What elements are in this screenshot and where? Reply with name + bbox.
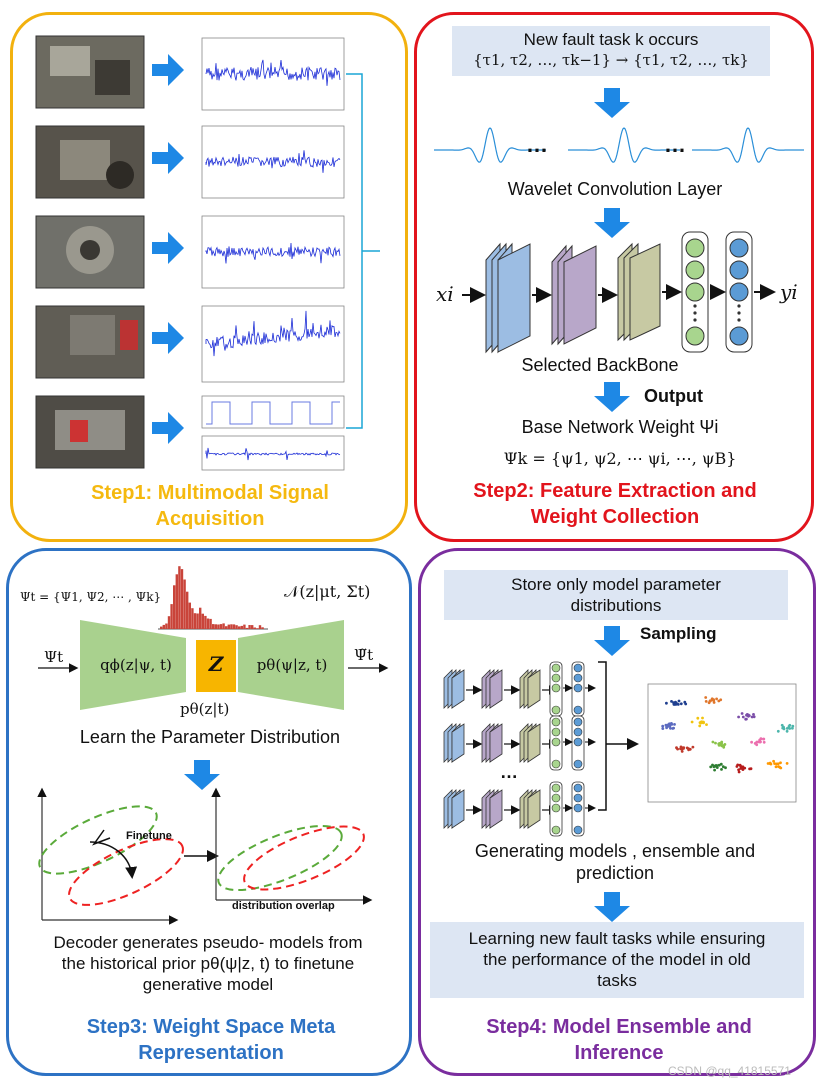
output-yi-label: yi xyxy=(780,280,798,304)
step4-title: Step4: Model Ensemble and Inference xyxy=(424,1014,814,1066)
weight-set: Ψk = {ψ1, ψ2, ⋯ ψi, ⋯, ψB} xyxy=(503,449,737,468)
latent-z-label: Z xyxy=(208,652,224,676)
step3-title-line1: Step3: Weight Space Meta xyxy=(86,1016,336,1038)
down-arrow-1 xyxy=(594,88,630,118)
decoder-label: pθ(ψ|z, t) xyxy=(256,656,328,674)
input-xi-label: xi xyxy=(436,282,454,306)
models-ellipsis: … xyxy=(500,762,518,782)
base-weight-label: Base Network Weight Ψi xyxy=(521,417,719,437)
step3-panel xyxy=(6,548,412,1076)
step1-panel xyxy=(10,12,408,542)
learning-line2: the performance of the model in old xyxy=(483,950,751,969)
down-arrow-sampling xyxy=(594,626,630,656)
finetune-label: Finetune xyxy=(126,830,172,842)
overlap-label: distribution overlap xyxy=(232,900,335,912)
step1-title-line1: Step1: Multimodal Signal xyxy=(91,482,329,504)
wavelet-ellipsis-1: … xyxy=(526,132,548,157)
step2-title: Step2: Feature Extraction and Weight Col… xyxy=(420,478,810,530)
decoder-description-line1: Decoder generates pseudo- models from xyxy=(53,933,363,952)
signal-plot-1 xyxy=(201,37,345,111)
normal-dist-label: 𝒩(z|μt, Σt) xyxy=(284,582,371,601)
task-sequence: {τ1, τ2, …, τk−1} → {τ1, τ2, …, τk} xyxy=(473,51,749,69)
step1-title: Step1: Multimodal Signal Acquisition xyxy=(20,480,400,532)
down-arrow-2 xyxy=(594,208,630,238)
encoder-label: qϕ(z|ψ, t) xyxy=(100,656,172,674)
square-wave xyxy=(206,401,340,425)
step4-panel xyxy=(418,548,816,1076)
down-arrow-3 xyxy=(594,382,630,412)
ensemble-bracket xyxy=(598,661,607,811)
cluster-points xyxy=(661,696,795,774)
learning-box: Learning new fault tasks while ensuring … xyxy=(430,922,804,998)
store-box: Store only model parameter distributions xyxy=(444,570,788,620)
decoder-description: Decoder generates pseudo- models from th… xyxy=(12,932,404,995)
generating-line1: Generating models , ensemble and xyxy=(474,841,756,861)
prior-label: pθ(z|t) xyxy=(180,700,230,718)
photo-2 xyxy=(35,125,145,199)
distribution-plot-after xyxy=(211,787,373,905)
decoder-trapezoid xyxy=(238,620,344,710)
store-line2: distributions xyxy=(570,596,662,615)
latent-z-box xyxy=(196,640,236,692)
signal-plot-5a xyxy=(201,395,345,429)
step2-title-line1: Step2: Feature Extraction and xyxy=(473,480,757,502)
signal-waveforms xyxy=(205,59,341,461)
down-arrow-step3 xyxy=(184,760,220,790)
photo-1 xyxy=(35,35,145,109)
new-task-box: New fault task k occurs {τ1, τ2, …, τk−1… xyxy=(452,26,770,76)
wavelets xyxy=(434,127,804,163)
sampling-label: Sampling xyxy=(640,624,717,643)
step3-title: Step3: Weight Space Meta Representation xyxy=(16,1014,406,1066)
step2-title-line2: Weight Collection xyxy=(530,506,700,528)
down-arrow-4 xyxy=(594,892,630,922)
photo-4 xyxy=(35,305,145,379)
step2-panel xyxy=(414,12,814,542)
distribution-plot-before xyxy=(37,787,184,925)
decoder-description-line3: generative model xyxy=(142,975,274,994)
sampled-models xyxy=(443,661,596,837)
step4-title-line2: Inference xyxy=(574,1042,664,1064)
output-psi-label: Ψ̃t xyxy=(354,646,374,664)
learn-distribution-label: Learn the Parameter Distribution xyxy=(79,727,341,747)
backbone-network xyxy=(462,231,776,354)
generating-line2: prediction xyxy=(575,863,655,883)
decoder-description-line2: the historical prior pθ(ψ|z, t) to finet… xyxy=(61,954,355,973)
generating-label: Generating models , ensemble and predict… xyxy=(440,840,790,884)
encoder-trapezoid xyxy=(80,620,186,710)
photo-3 xyxy=(35,215,145,289)
learning-line3: tasks xyxy=(597,971,637,990)
store-line1: Store only model parameter xyxy=(511,575,721,594)
step4-title-line1: Step4: Model Ensemble and xyxy=(486,1016,752,1038)
new-task-text: New fault task k occurs xyxy=(523,30,699,49)
wavelet-ellipsis-2: … xyxy=(664,132,686,157)
output-label: Output xyxy=(644,386,703,406)
signal-plot-5b xyxy=(201,435,345,471)
backbone-label: Selected BackBone xyxy=(521,355,679,375)
weight-histogram xyxy=(160,566,264,629)
psi-set-label: Ψt = {Ψ1, Ψ2, ⋯ , Ψk} xyxy=(20,590,162,604)
input-psi-label: Ψt xyxy=(44,648,64,666)
photo-5 xyxy=(35,395,145,469)
learning-line1: Learning new fault tasks while ensuring xyxy=(468,929,766,948)
watermark: CSDN @qq_41815571 xyxy=(668,1064,791,1078)
step1-arrows xyxy=(152,54,184,444)
step3-title-line2: Representation xyxy=(138,1042,284,1064)
step1-bracket xyxy=(346,73,380,429)
wavelet-layer-label: Wavelet Convolution Layer xyxy=(507,179,723,199)
step1-title-line2: Acquisition xyxy=(155,508,265,530)
